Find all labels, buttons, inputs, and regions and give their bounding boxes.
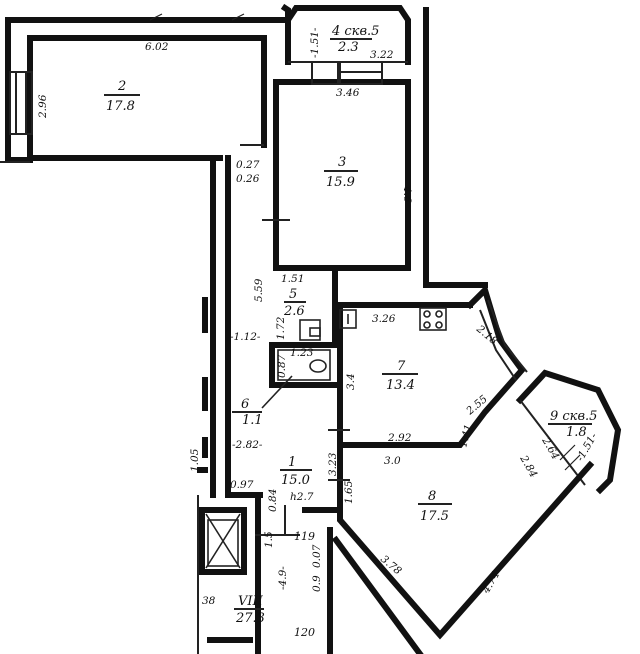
hatching [149,13,581,471]
dim-378: 3.78 [378,553,404,577]
dim-282: -2.82- [232,439,263,451]
dim-151-top: -1.51- [309,27,321,58]
room-viii-number: VIII [238,594,264,609]
bath-leader-line [261,375,293,409]
dim-15: 1.5 [263,531,275,548]
window-kitchen-bay-2 [479,309,517,381]
toilet-tank-icon [309,327,321,337]
room-6-area: 1.1 [242,413,263,428]
dim-141: 1.41 [457,423,475,449]
stove-icon [419,307,447,331]
dim-007: 0.07 [311,544,323,568]
room-1-area: 15.0 [281,473,310,488]
wall-viii-diagonal [331,535,424,654]
room-5-area: 2.6 [283,304,305,319]
bathtub-drain-icon [309,359,327,373]
label-120: 120 [294,626,315,639]
elevator-cross-2 [205,513,241,569]
wall-elevator [199,507,247,575]
room-4-number: 4 скв.5 [331,24,379,39]
dim-323: 3.23 [327,452,339,476]
stove-burner-3 [423,321,431,329]
dim-34: 3.4 [345,373,357,390]
dim-h27: h2.7 [290,491,314,503]
room-3-number: 3 [338,155,346,170]
hatch-4 [564,454,581,471]
dim-087: 0.87 [276,354,288,378]
dim-296: 2.96 [37,94,49,119]
walls [0,3,622,654]
dim-284: 2.84 [517,453,540,480]
dim-123: 1.23 [290,347,314,359]
bathtub-icon [277,349,331,381]
wall-room8 [337,460,595,640]
dim-264: 2.64 [539,435,562,462]
dim-027: 0.27 [236,159,260,171]
wall-loggia9 [515,369,622,495]
wall-left [5,17,33,163]
fixtures [205,307,447,569]
room-2-area: 17.8 [106,99,135,114]
stove-burner-1 [423,310,431,318]
dim-49: -4.9- [277,566,289,590]
dim-326: 3.26 [372,313,396,325]
dim-346: 3.46 [336,87,360,99]
room-2-number: 2 [117,79,126,94]
dim-026: 0.26 [236,173,260,185]
hatch-3 [559,444,576,461]
room-6-number: 6 [241,397,249,412]
room-8-area: 17.5 [420,509,449,524]
dimension-labels: 6.02 2.96 -1.51- 3.22 3.46 4.6 0.27 0.26… [37,27,600,607]
stove-burner-2 [435,310,443,318]
window-room2 [9,71,33,135]
room-labels: 2 17.8 3 15.9 4 скв.5 2.3 5 2.6 6 1.1 7 … [104,24,597,626]
label-119: 119 [294,530,315,543]
openings [9,61,528,536]
wall-kitchen-bay [337,284,526,448]
dim-474: 4.74 [480,569,503,596]
wall-loggia4 [285,5,411,65]
hatch-1 [231,13,245,21]
elevator-inner [207,519,239,567]
dim-46: 4.6 [401,185,413,203]
room-5-number: 5 [289,287,297,302]
room-viii-area: 27.3 [235,611,265,626]
wall-room2-top [5,3,291,23]
window-kitchen-bay [487,299,528,373]
door-room3-loggia [311,61,339,85]
dim-09: 0.9 [311,575,323,592]
marker-labels: 119 120 [294,530,315,639]
dim-322: 3.22 [370,49,394,61]
dim-151-wc: 1.51 [281,273,304,285]
room-9-area: 1.8 [566,425,587,440]
dim-112: -1.12- [230,331,261,343]
dim-084: 0.84 [267,489,279,512]
dim-602: 6.02 [145,41,169,53]
dim-105: 1.05 [189,448,201,472]
hatch-2 [149,13,163,21]
dim-30: 3.0 [384,455,401,467]
room-1-number: 1 [288,455,296,470]
dim-097: 0.97 [230,479,254,491]
stove-burner-4 [435,321,443,329]
dim-292: 2.92 [387,432,412,444]
sink-icon [339,309,357,329]
room-4-area: 2.3 [337,40,359,55]
room-7-number: 7 [397,359,406,374]
dim-559: 5.59 [253,278,265,302]
room-7-area: 13.4 [386,378,415,393]
dim-165: 1.65 [343,480,355,504]
wall-loggia9-inner [519,399,586,486]
dim-38: 38 [202,595,216,607]
room-8-number: 8 [428,489,436,504]
dim-172: 1.72 [275,316,287,340]
room-3-area: 15.9 [326,175,355,190]
room-9-number: 9 скв.5 [550,409,597,424]
